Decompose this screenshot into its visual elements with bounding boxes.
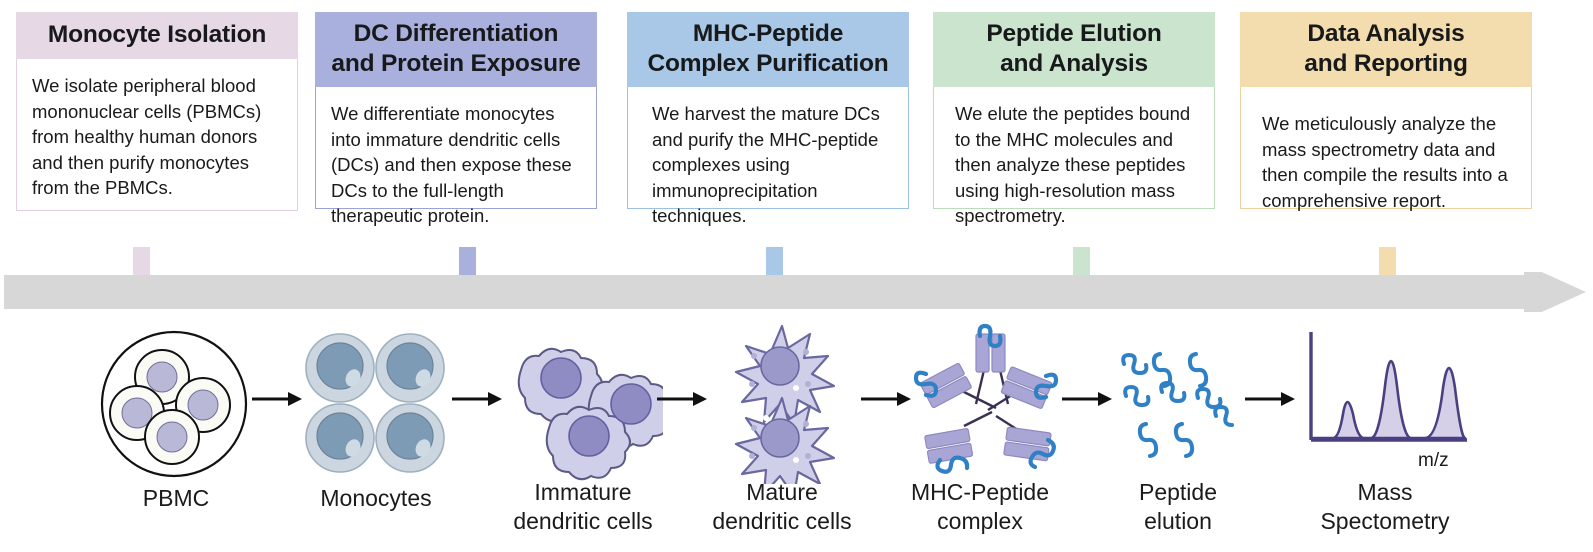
step-card-3-body: We harvest the mature DCs and purify the… <box>627 87 909 226</box>
step-card-5: Data Analysis and Reporting We meticulou… <box>1240 12 1532 211</box>
step-card-3-title-line-1: MHC-Peptide <box>692 20 844 47</box>
step-card-1-body: We isolate peripheral blood mononuclear … <box>16 59 298 211</box>
step-card-5-title: Data Analysis and Reporting <box>1240 12 1532 87</box>
flow-arrow-6 <box>1245 392 1295 406</box>
pipeline-caption-3: Immature dendritic cells <box>513 479 653 534</box>
step-card-3: MHC-Peptide Complex Purification We harv… <box>627 12 909 226</box>
pipeline-caption-4: Mature dendritic cells <box>712 479 852 534</box>
flow-arrow-1 <box>252 392 302 406</box>
flow-arrow-2 <box>452 392 502 406</box>
step-connector-2 <box>459 247 476 277</box>
step-card-2-title-line-2: and Protein Exposure <box>331 50 581 77</box>
step-card-4-title: Peptide Elution and Analysis <box>933 12 1215 87</box>
peptide-elution-icon <box>1121 352 1234 458</box>
step-card-4-title-line-1: Peptide Elution <box>986 20 1162 47</box>
flow-arrow-5 <box>1062 392 1112 406</box>
pipeline-caption-6: Peptide elution <box>1138 479 1217 534</box>
step-card-5-title-line-2: and Reporting <box>1304 50 1468 77</box>
mhc-peptide-complex-icon <box>913 323 1059 474</box>
mass-spec-axis-label: m/z <box>1418 450 1449 471</box>
immature-dendritic-cells-icon <box>517 347 663 481</box>
step-card-2-body: We differentiate monocytes into immature… <box>315 87 597 226</box>
pbmc-cluster-icon <box>100 330 248 478</box>
step-card-2-title: DC Differentiation and Protein Exposure <box>315 12 597 87</box>
flow-arrow-3 <box>657 392 707 406</box>
mass-spectrometry-icon <box>1309 332 1467 442</box>
step-card-3-title-line-2: Complex Purification <box>647 50 889 77</box>
step-card-1-title: Monocyte Isolation <box>16 12 298 59</box>
step-card-5-title-line-1: Data Analysis <box>1307 20 1465 47</box>
pipeline-caption-5: MHC-Peptide complex <box>910 479 1050 534</box>
timeline-arrow <box>4 272 1586 312</box>
step-connector-4 <box>1073 247 1090 277</box>
step-card-1: Monocyte Isolation We isolate peripheral… <box>16 12 298 211</box>
step-card-4: Peptide Elution and Analysis We elute th… <box>933 12 1215 226</box>
step-card-4-body: We elute the peptides bound to the MHC m… <box>933 87 1215 226</box>
pipeline-caption-7: Mass Spectometry <box>1320 479 1450 534</box>
step-connector-1 <box>133 247 150 277</box>
flow-arrow-4 <box>861 392 911 406</box>
step-card-3-title: MHC-Peptide Complex Purification <box>627 12 909 87</box>
step-card-2-title-line-1: DC Differentiation <box>353 20 559 47</box>
step-card-2: DC Differentiation and Protein Exposure … <box>315 12 597 226</box>
pipeline-caption-1: PBMC <box>142 485 210 511</box>
monocytes-icon <box>305 333 445 473</box>
step-connector-5 <box>1379 247 1396 277</box>
step-card-1-title-line-1: Monocyte Isolation <box>47 21 267 48</box>
mature-dendritic-cells-icon <box>734 324 836 484</box>
pipeline-caption-2: Monocytes <box>320 485 432 511</box>
step-card-5-body: We meticulously analyze the mass spectro… <box>1240 87 1532 211</box>
step-card-4-title-line-2: and Analysis <box>1000 50 1148 77</box>
step-connector-3 <box>766 247 783 277</box>
